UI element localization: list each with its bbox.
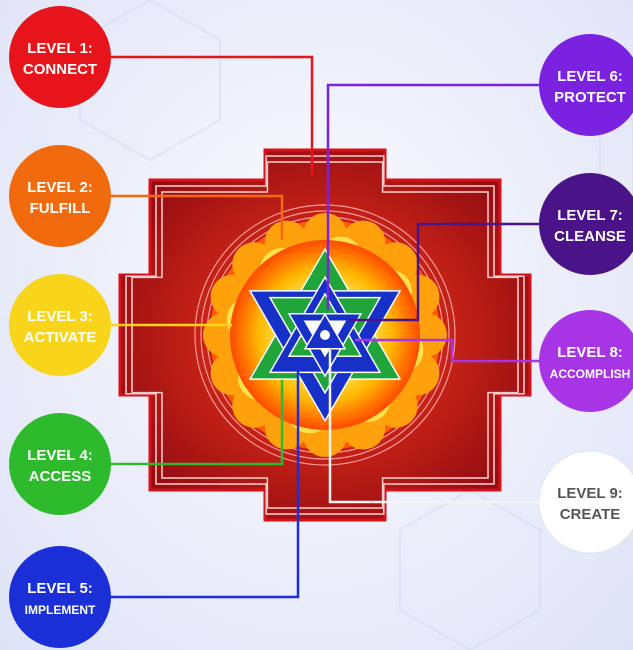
- connector-line: [350, 222, 540, 322]
- level-name: FULFILL: [30, 200, 91, 217]
- level-circle: [539, 173, 633, 275]
- connector-line: [110, 380, 284, 466]
- level-circle: [9, 274, 111, 376]
- yantra-ring: [200, 210, 450, 460]
- level-node: LEVEL 1: CONNECT: [9, 6, 111, 108]
- level-circle: [9, 6, 111, 108]
- level-number: LEVEL 3:: [27, 308, 93, 325]
- connector-line: [326, 83, 540, 310]
- level-number: LEVEL 1:: [27, 40, 93, 57]
- level-number: LEVEL 9:: [557, 485, 623, 502]
- yantra-ring: [194, 204, 456, 466]
- level-number: LEVEL 7:: [557, 207, 623, 224]
- connector-line: [110, 365, 300, 599]
- interlocking-triangles: [248, 247, 402, 423]
- level-circle: [538, 450, 633, 554]
- level-number: LEVEL 5:: [27, 580, 93, 597]
- level-circle: [539, 310, 633, 412]
- level-circle: [539, 34, 633, 136]
- bindu: [320, 330, 330, 340]
- level-circle: [9, 413, 111, 515]
- level-name: IMPLEMENT: [25, 603, 96, 617]
- level-name: ACTIVATE: [24, 329, 97, 346]
- level-number: LEVEL 2:: [27, 179, 93, 196]
- level-circle: [9, 546, 111, 648]
- connector-line: [110, 194, 284, 240]
- level-number: LEVEL 6:: [557, 68, 623, 85]
- level-name: PROTECT: [554, 89, 626, 106]
- level-node: LEVEL 5: IMPLEMENT: [9, 546, 111, 648]
- level-name: ACCESS: [29, 468, 92, 485]
- level-node: LEVEL 3: ACTIVATE: [9, 274, 111, 376]
- level-name: ACCOMPLISH: [550, 367, 631, 381]
- level-nodes: LEVEL 1: CONNECT LEVEL 2: FULFILL LEVEL 3: AC…: [9, 6, 633, 648]
- gate-frame-line: [125, 155, 525, 515]
- level-name: CONNECT: [23, 61, 97, 78]
- connector-line: [355, 338, 540, 363]
- level-node: LEVEL 4: ACCESS: [9, 413, 111, 515]
- level-circle: [9, 145, 111, 247]
- gate-frame-line: [131, 161, 519, 509]
- level-node: LEVEL 6: PROTECT: [539, 34, 633, 136]
- level-name: CREATE: [560, 506, 621, 523]
- level-number: LEVEL 8:: [557, 344, 623, 361]
- connector-line: [328, 350, 540, 504]
- level-name: CLEANSE: [554, 228, 626, 245]
- level-node: LEVEL 9: CREATE: [538, 450, 633, 554]
- level-node: LEVEL 7: CLEANSE: [539, 173, 633, 275]
- connector-lines: [110, 55, 540, 599]
- level-node: LEVEL 2: FULFILL: [9, 145, 111, 247]
- level-number: LEVEL 4:: [27, 447, 93, 464]
- level-node: LEVEL 8: ACCOMPLISH: [539, 310, 633, 412]
- connector-line: [110, 55, 314, 175]
